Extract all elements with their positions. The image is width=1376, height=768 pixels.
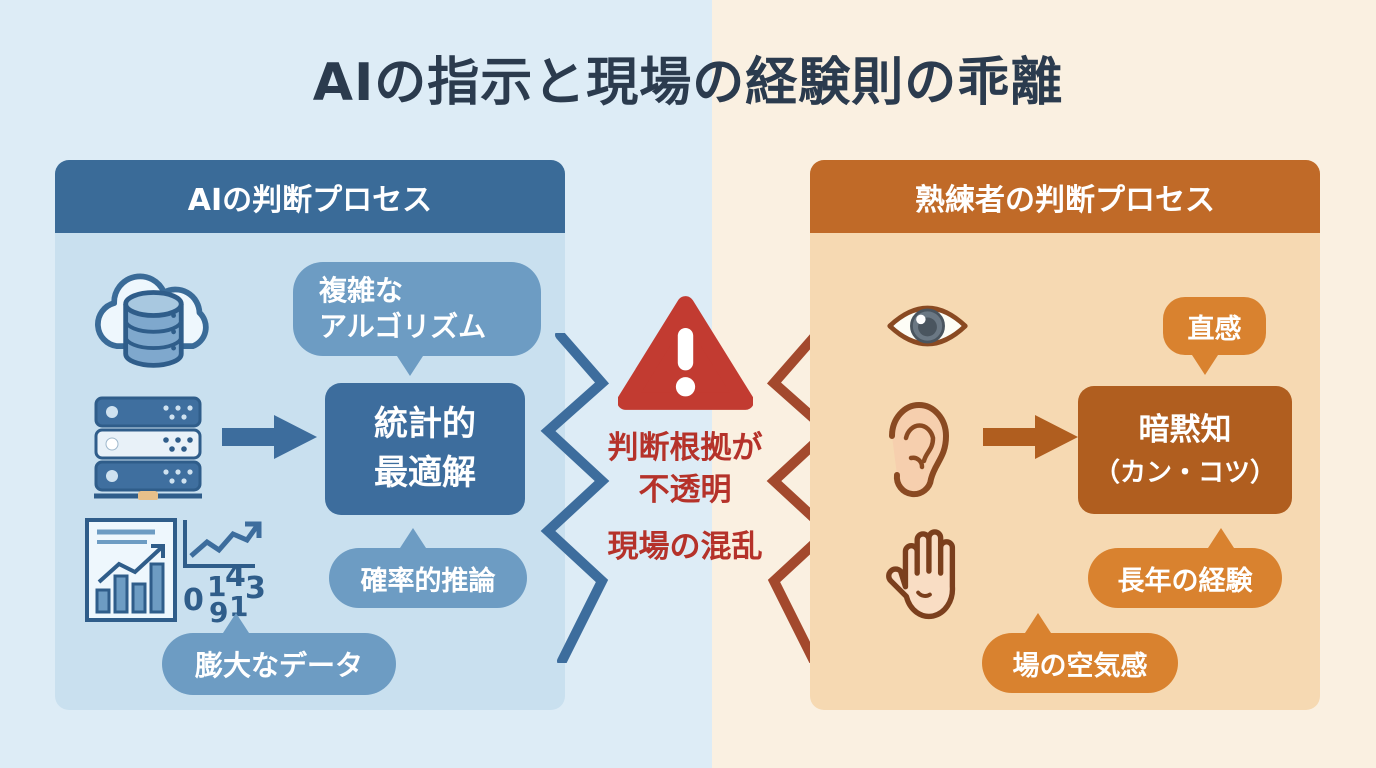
statistical-box-line1: 統計的 (374, 403, 476, 444)
intuition-bubble: 直感 (1163, 297, 1266, 375)
expert-process-panel: 熟練者の判断プロセス 直感 .bubble[data-name="intuiti… (810, 160, 1320, 710)
eye-icon (887, 305, 968, 347)
chart-number: 4 (225, 559, 246, 594)
server-icon (94, 396, 202, 500)
data-bubble: 膨大なデータ (162, 613, 396, 695)
warning-text-line2: 不透明 (638, 471, 732, 508)
zigzag-left (540, 333, 610, 663)
arrow-right-icon (983, 415, 1078, 459)
arrow-right-icon (222, 415, 317, 459)
tacit-box: 暗黙知 （カン・コツ） (1078, 386, 1292, 514)
atmosphere-bubble-label: 場の空気感 (1012, 650, 1148, 682)
cloud-database-icon (95, 273, 209, 368)
ai-process-panel: AIの判断プロセス 複雑な アルゴリズム .bubble[data-name="… (55, 160, 565, 710)
tacit-box-line1: 暗黙知 (1138, 412, 1232, 449)
algorithm-bubble: 複雑な アルゴリズム (293, 262, 541, 376)
chart-number: 1 (207, 570, 226, 603)
data-bubble-label: 膨大なデータ (194, 649, 363, 682)
warning-text: 判断根拠が 不透明 (572, 428, 798, 512)
chart-number: 3 (245, 571, 266, 606)
confusion-text: 現場の混乱 (572, 527, 798, 569)
inference-bubble-label: 確率的推論 (360, 565, 496, 597)
warning-triangle-icon (618, 296, 753, 410)
confusion-text-label: 現場の混乱 (607, 529, 763, 565)
ear-icon (889, 402, 949, 498)
inference-bubble: 確率的推論 (329, 528, 527, 608)
zigzag-right (766, 333, 836, 663)
statistical-box: 統計的 最適解 (325, 383, 525, 515)
algorithm-bubble-line2: アルゴリズム (319, 310, 487, 343)
ai-panel-header: AIの判断プロセス (55, 160, 565, 233)
chart-number: 0 (183, 583, 204, 618)
tacit-box-line2: （カン・コツ） (1093, 457, 1276, 488)
statistical-box-line2: 最適解 (374, 453, 476, 493)
expert-panel-header: 熟練者の判断プロセス (810, 160, 1320, 233)
atmosphere-bubble: 場の空気感 (982, 613, 1178, 693)
experience-bubble-label: 長年の経験 (1117, 565, 1253, 597)
algorithm-bubble-line1: 複雑な (319, 273, 404, 307)
warning-text-line1: 判断根拠が (607, 430, 763, 466)
charts-icon: 0 1 4 3 9 1 (85, 518, 266, 626)
experience-bubble: 長年の経験 (1088, 528, 1282, 608)
intuition-bubble-label: 直感 (1187, 313, 1242, 345)
hand-icon (886, 529, 956, 620)
page-title: AIの指示と現場の経験則の乖離 (312, 53, 1064, 113)
